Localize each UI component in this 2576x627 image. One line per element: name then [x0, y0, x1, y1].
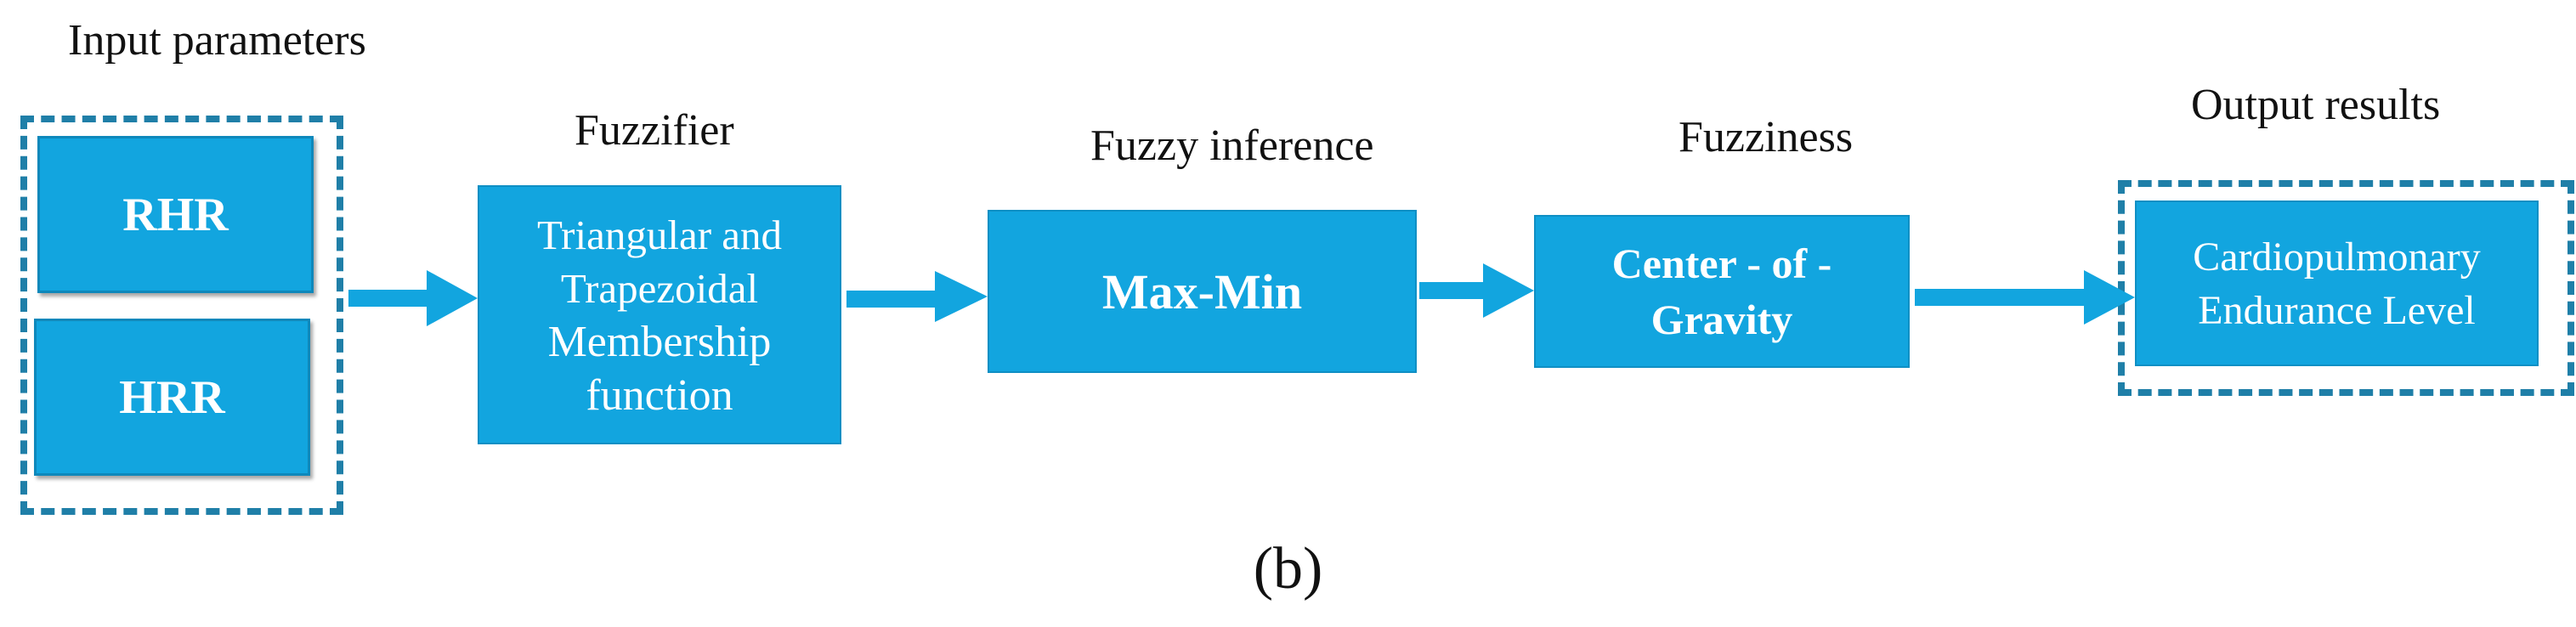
fuzzifier-text-line-2: Trapezoidal: [560, 264, 759, 312]
arrow-fuzziness-to-output: [1915, 270, 2135, 325]
output-results-label: Output results: [2191, 81, 2441, 129]
fuzziness-label: Fuzziness: [1679, 113, 1854, 161]
input-parameters-group: [20, 116, 343, 515]
rhr-box: RHR: [37, 136, 314, 293]
arrow-input-to-fuzzifier: [348, 270, 478, 326]
max-min-text: Max-Min: [1101, 263, 1303, 319]
fuzzifier-label: Fuzzifier: [575, 106, 734, 155]
fuzzifier-text-line-4: function: [586, 370, 733, 420]
arrow-inference-to-fuzziness: [1419, 263, 1534, 318]
fuzzy-inference-label: Fuzzy inference: [1090, 121, 1374, 170]
output-results-group: [2118, 180, 2574, 396]
fuzzifier-box: Triangular and Trapezoidal Membership fu…: [478, 185, 841, 444]
input-parameters-label: Input parameters: [68, 16, 366, 65]
fuzzifier-text-line-3: Membership: [547, 317, 772, 366]
output-text-line-2: Endurance Level: [2198, 287, 2476, 333]
center-of-gravity-line-2: Gravity: [1650, 296, 1793, 343]
fuzzifier-text-line-1: Triangular and: [536, 211, 783, 258]
rhr-text: RHR: [122, 188, 229, 241]
hrr-box: HRR: [34, 319, 310, 476]
hrr-text: HRR: [119, 370, 225, 424]
output-text-line-1: Cardiopulmonary: [2193, 234, 2481, 280]
center-of-gravity-box: Center - of - Gravity: [1534, 215, 1910, 368]
figure-caption: (b): [1253, 536, 1323, 602]
cardiopulmonary-endurance-box: Cardiopulmonary Endurance Level: [2135, 201, 2539, 366]
center-of-gravity-line-1: Center - of -: [1611, 240, 1832, 287]
arrow-fuzzifier-to-inference: [846, 271, 988, 322]
max-min-box: Max-Min: [988, 210, 1417, 373]
